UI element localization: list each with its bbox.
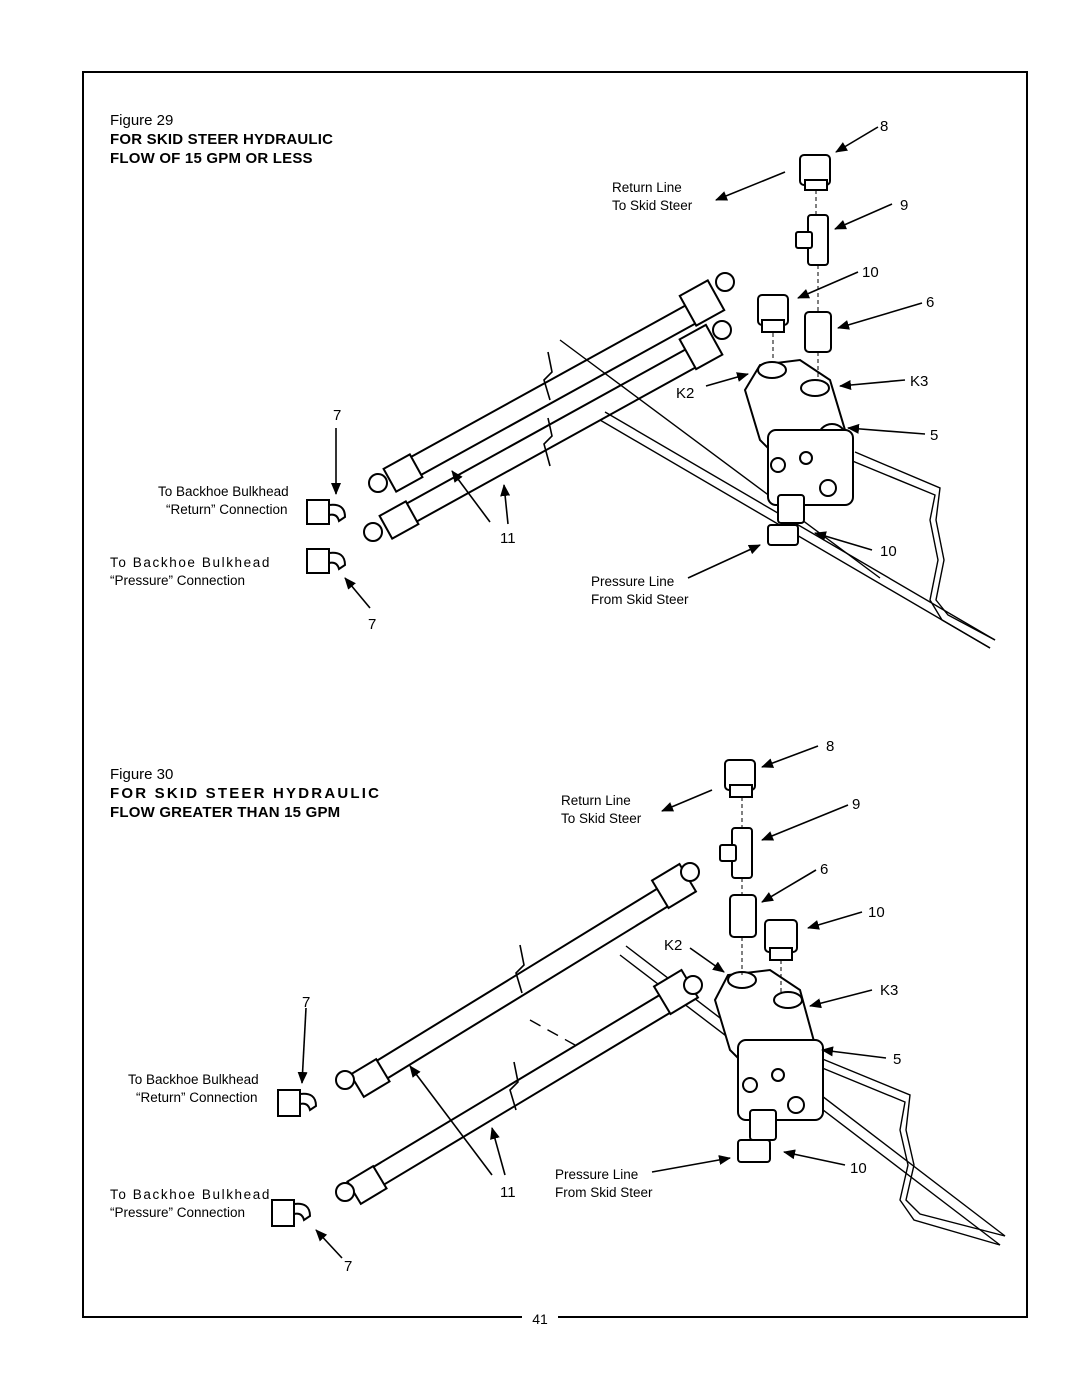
fitting-8-elbow (724, 759, 756, 798)
callout-k3: K3 (910, 373, 929, 390)
return-connection-label-2: “Return” Connection (136, 1090, 258, 1105)
assembly-centerlines (741, 797, 782, 992)
callout-7-top: 7 (333, 407, 342, 424)
callout-8: 8 (880, 118, 889, 135)
bulkhead-elbow-pressure (271, 1199, 312, 1227)
bulkhead-elbow-return (277, 1089, 318, 1117)
callout-6: 6 (926, 294, 935, 311)
callout-10: 10 (862, 264, 879, 281)
callout-10-bottom: 10 (850, 1160, 867, 1177)
fitting-8-elbow (799, 154, 831, 191)
pressure-connection-label-2: “Pressure” Connection (110, 573, 246, 588)
fig29-leader-arrows (331, 126, 926, 609)
callout-k2: K2 (676, 385, 695, 402)
fitting-10-elbow-bottom (767, 494, 805, 546)
fitting-10-elbow-top (757, 294, 789, 333)
return-connection-label-1: To Backhoe Bulkhead (128, 1072, 259, 1087)
bulkhead-elbow-return (306, 499, 347, 525)
figure-29-drawing (306, 126, 996, 649)
callout-10: 10 (868, 904, 885, 921)
callout-8: 8 (826, 738, 835, 755)
callout-k2: K2 (664, 937, 683, 954)
figure-30-title-line1: FOR SKID STEER HYDRAULIC (110, 785, 382, 802)
callout-11: 11 (500, 530, 516, 547)
return-line-label-1: Return Line (612, 180, 682, 195)
return-line-label-2: To Skid Steer (612, 198, 693, 213)
pressure-line-label-1: Pressure Line (591, 574, 675, 589)
fitting-9-tee (795, 214, 829, 266)
pressure-connection-label-1: To Backhoe Bulkhead (110, 1187, 271, 1202)
return-hose (335, 862, 700, 1099)
pressure-hose (363, 320, 732, 542)
hose-break-symbol (543, 351, 553, 467)
figure-29-title-line1: FOR SKID STEER HYDRAULIC (110, 131, 334, 148)
figure-29-label: Figure 29 (110, 112, 174, 129)
callout-k3: K3 (880, 982, 899, 999)
return-connection-label-1: To Backhoe Bulkhead (158, 484, 289, 499)
return-connection-label-2: “Return” Connection (166, 502, 288, 517)
fitting-10-elbow-bottom (737, 1109, 777, 1163)
page-number: 41 (522, 1310, 558, 1328)
bulkhead-elbow-pressure (306, 548, 347, 574)
callout-7-bottom: 7 (368, 616, 377, 633)
pressure-connection-label-2: “Pressure” Connection (110, 1205, 246, 1220)
callout-10-bottom: 10 (880, 543, 897, 560)
return-line-label-1: Return Line (561, 793, 631, 808)
valve-block-5 (743, 358, 854, 506)
callout-11: 11 (500, 1184, 516, 1201)
pressure-connection-label-1: To Backhoe Bulkhead (110, 555, 271, 570)
fitting-9-tee (719, 827, 753, 879)
hose-break-symbol (509, 944, 525, 1111)
return-line-label-2: To Skid Steer (561, 811, 642, 826)
fig30-leader-arrows (297, 745, 887, 1259)
pressure-hose (335, 968, 703, 1206)
return-hose (368, 272, 735, 494)
figure-30-drawing (271, 745, 1006, 1259)
callout-5: 5 (893, 1051, 902, 1068)
figure-30-label: Figure 30 (110, 766, 174, 783)
callout-7-top: 7 (302, 994, 311, 1011)
callout-5: 5 (930, 427, 939, 444)
figure-30-title-line2: FLOW GREATER THAN 15 GPM (110, 804, 341, 821)
fitting-10-elbow-top (764, 919, 798, 961)
valve-block-5 (713, 968, 824, 1121)
fitting-6-adapter (729, 894, 757, 938)
callout-6: 6 (820, 861, 829, 878)
fitting-6-adapter (804, 311, 832, 353)
pressure-line-label-2: From Skid Steer (555, 1185, 653, 1200)
figure-29-title-line2: FLOW OF 15 GPM OR LESS (110, 150, 313, 167)
callout-7-bottom: 7 (344, 1258, 353, 1275)
pressure-line-label-2: From Skid Steer (591, 592, 689, 607)
pressure-line-label-1: Pressure Line (555, 1167, 639, 1182)
callout-9: 9 (852, 796, 861, 813)
callout-9: 9 (900, 197, 909, 214)
